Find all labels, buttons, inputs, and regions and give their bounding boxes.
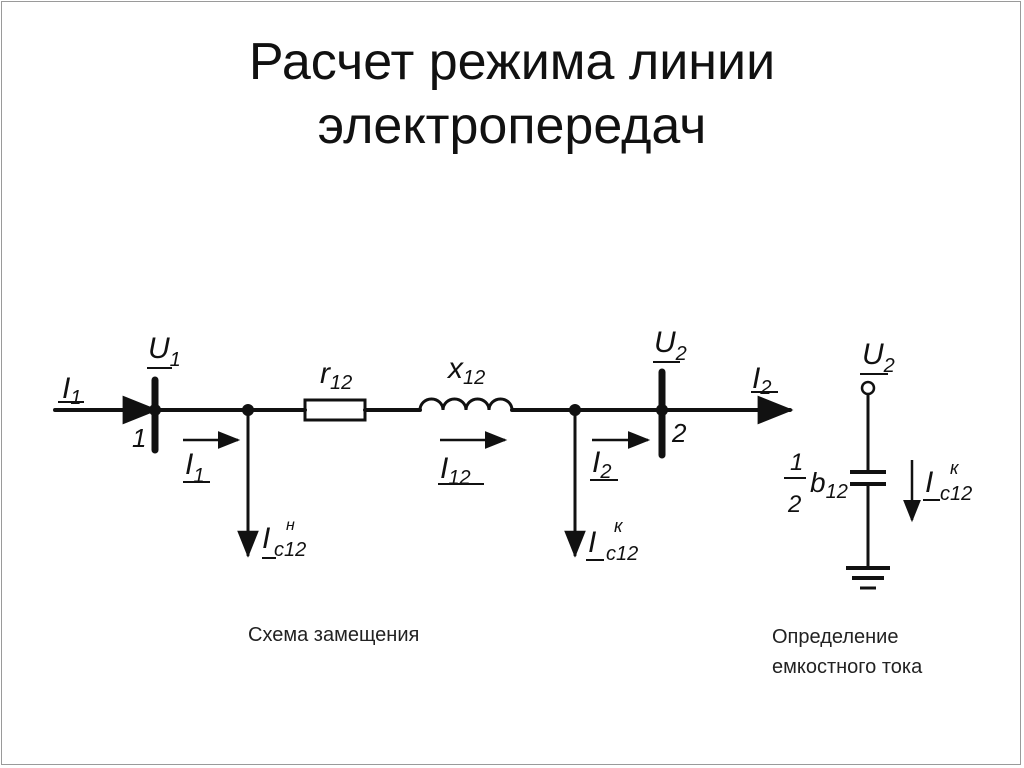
label-Ic12-end: I	[588, 526, 596, 559]
label-half-numerator: 1	[790, 449, 803, 476]
label-I2-out: I2	[752, 362, 771, 399]
label-U2: U2	[654, 326, 687, 365]
label-node-1: 1	[132, 423, 146, 453]
label-I1-in: I1	[62, 372, 81, 409]
title-line-1: Расчет режима линии	[248, 33, 776, 91]
label-U2-right: U2	[862, 338, 895, 377]
label-Ic12-right-sub: c12	[940, 483, 972, 505]
label-Ic12-end-sup: к	[614, 516, 624, 536]
label-r12: r12	[320, 357, 352, 394]
label-Ic12-start: I	[262, 522, 270, 555]
junction-node-2	[656, 404, 668, 416]
label-U1: U1	[148, 332, 181, 371]
label-Ic12-start-sub: c12	[274, 539, 306, 561]
label-b12: b12	[810, 467, 848, 503]
label-Ic12-start-sup: н	[286, 517, 295, 534]
resistor-r12	[303, 398, 367, 422]
label-I1-branch: I1	[185, 448, 204, 487]
slide-title: Расчет режима линии электропередач	[0, 30, 1024, 158]
inductor-x12	[418, 397, 514, 412]
caption-equivalent-scheme: Схема замещения	[248, 624, 420, 646]
caption-capacitive-current: Определение емкостного тока	[772, 622, 922, 682]
label-half-denominator: 2	[787, 491, 801, 518]
junction-shunt-end	[569, 404, 581, 416]
caption-capacitive-line-2: емкостного тока	[772, 656, 923, 678]
label-node-2: 2	[671, 418, 687, 448]
terminal-U2	[860, 380, 876, 396]
label-Ic12-right-sup: к	[950, 458, 960, 478]
label-Ic12-right: I	[925, 466, 933, 499]
junction-node-1	[149, 404, 161, 416]
label-I2-branch: I2	[592, 446, 611, 483]
junction-shunt-start	[242, 404, 254, 416]
title-line-2: электропередач	[317, 97, 707, 155]
label-Ic12-end-sub: c12	[606, 543, 638, 565]
label-x12: x12	[446, 352, 485, 389]
caption-capacitive-line-1: Определение	[772, 626, 899, 648]
